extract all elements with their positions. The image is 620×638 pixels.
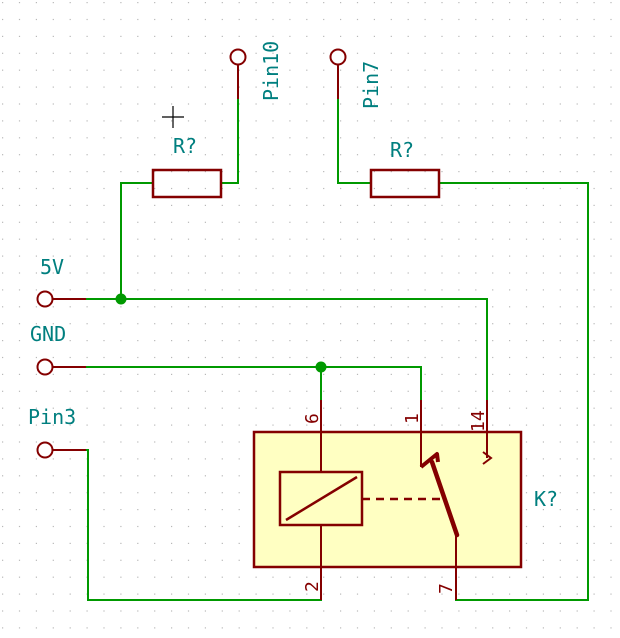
grid-dots (2, 2, 612, 629)
resistor-r1-ref: R? (173, 134, 197, 158)
wire-pin7-r2[interactable] (337, 98, 372, 184)
port-label-pin10: Pin10 (259, 41, 283, 101)
wire-r2-pin7relay[interactable] (438, 182, 589, 601)
port-pin3[interactable] (36, 441, 87, 459)
port-label-pin3: Pin3 (28, 405, 76, 429)
contact-hook (419, 452, 440, 469)
relay-pin-14: 14 (468, 410, 489, 432)
wire-gnd-pin1[interactable] (85, 366, 422, 401)
wire-pin3-pin2[interactable] (85, 449, 322, 601)
relay-pin-1: 1 (402, 413, 423, 424)
wires (85, 98, 589, 601)
relay-body (252, 430, 523, 569)
resistor-r2-ref: R? (390, 138, 414, 162)
contact-14-chevron (482, 451, 493, 465)
relay-ref: K? (534, 487, 558, 511)
resistor-r2[interactable] (369, 168, 441, 199)
wire-pin10-r1[interactable] (220, 98, 239, 184)
wire-5v-pin14[interactable] (85, 298, 488, 401)
port-pin10[interactable] (229, 48, 247, 100)
port-pin7[interactable] (329, 48, 347, 100)
relay-k[interactable] (252, 400, 523, 600)
resistor-r1[interactable] (151, 168, 223, 199)
junction-gnd (315, 361, 327, 373)
relay-coil-slash (285, 475, 358, 522)
port-label-pin7: Pin7 (359, 61, 383, 109)
crosshair-cursor-icon (162, 106, 184, 128)
relay-pin-7: 7 (436, 583, 457, 594)
port-5v[interactable] (36, 290, 87, 308)
port-label-gnd: GND (30, 322, 66, 346)
contact-arm (429, 459, 460, 538)
junction-5v (115, 293, 127, 305)
relay-pin-2: 2 (302, 581, 323, 592)
relay-pin-6: 6 (302, 413, 323, 424)
port-label-5v: 5V (40, 255, 64, 279)
wire-r1-5v[interactable] (120, 182, 154, 300)
port-gnd[interactable] (36, 358, 87, 376)
